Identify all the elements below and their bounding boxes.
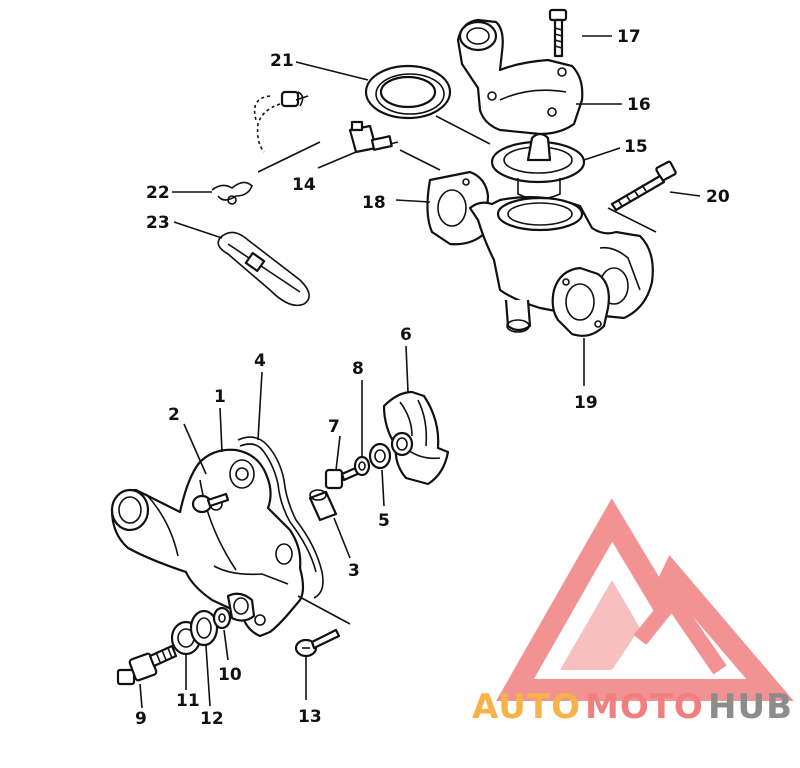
- watermark-logo: [496, 498, 794, 701]
- callout-20: 20: [706, 187, 730, 207]
- flat-washer: [368, 442, 392, 470]
- callout-12: 12: [200, 709, 224, 729]
- callout-17: 17: [617, 27, 641, 47]
- callout-8: 8: [352, 359, 364, 379]
- callout-10: 10: [218, 665, 242, 685]
- watermark-part-moto: MOTO: [585, 687, 704, 727]
- part-number-labels: 17 16 15 21 14 22 23 18 20 19 6 4 1 2 7 …: [135, 27, 730, 729]
- cable-tie: [217, 231, 310, 307]
- lock-washer: [353, 455, 371, 477]
- thermostat: [490, 132, 586, 200]
- housing-bolt: [548, 8, 568, 58]
- callout-19: 19: [574, 393, 598, 413]
- pump-gasket: [237, 436, 324, 599]
- housing-long-bolt: [610, 160, 677, 212]
- housing-gasket: [551, 266, 610, 337]
- callout-4: 4: [254, 351, 266, 371]
- pump-screw: [294, 628, 341, 658]
- callout-11: 11: [176, 691, 200, 711]
- water-pump-body: [110, 448, 305, 638]
- thermostat-housing-elbow: [456, 18, 584, 136]
- callout-7: 7: [328, 417, 340, 437]
- callout-1: 1: [214, 387, 226, 407]
- watermark-part-auto: AUTO: [472, 687, 581, 727]
- watermark-text: AUTO MOTO HUB: [472, 687, 793, 727]
- callout-3: 3: [348, 561, 360, 581]
- leader-lines: [139, 35, 701, 709]
- callout-2: 2: [168, 405, 180, 425]
- thermostat-seal-ring: [364, 64, 452, 120]
- callout-5: 5: [378, 511, 390, 531]
- impeller: [382, 390, 450, 486]
- callout-9: 9: [135, 709, 147, 729]
- temperature-sender: [348, 120, 399, 154]
- callout-18: 18: [362, 193, 386, 213]
- callout-16: 16: [627, 95, 651, 115]
- callout-14: 14: [292, 175, 316, 195]
- callout-23: 23: [146, 213, 170, 233]
- sender-wire: [253, 90, 309, 153]
- callout-15: 15: [624, 137, 648, 157]
- spacer-sleeve: [308, 489, 338, 522]
- callout-21: 21: [270, 51, 294, 71]
- valve-seal: [189, 609, 219, 647]
- wire-clip: [211, 181, 253, 205]
- pump-bolt: [191, 492, 230, 514]
- callout-22: 22: [146, 183, 170, 203]
- watermark-part-hub: HUB: [708, 687, 793, 727]
- bleed-valve: [116, 644, 178, 686]
- thermostat-housing-body: [426, 170, 654, 333]
- callout-6: 6: [400, 325, 412, 345]
- valve-washer-small: [212, 606, 232, 630]
- callout-13: 13: [298, 707, 322, 727]
